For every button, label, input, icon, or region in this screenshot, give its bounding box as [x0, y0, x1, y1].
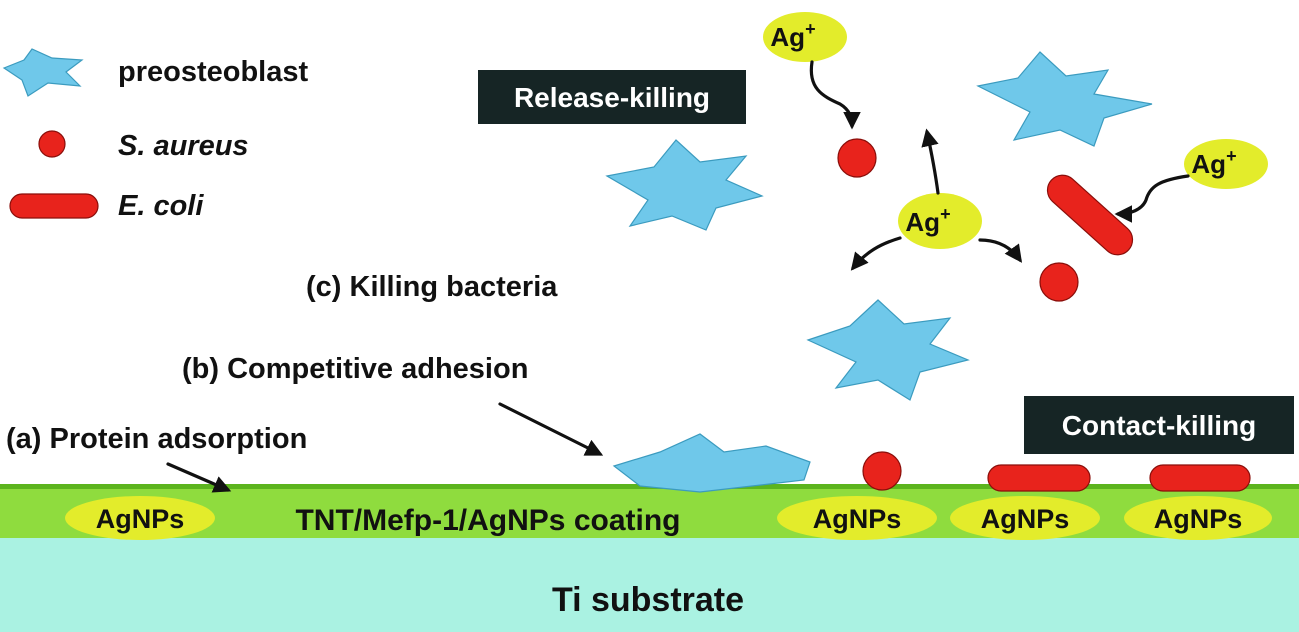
- legend-preosteoblast-icon: [2, 48, 84, 97]
- competitive-adhesion-label: (b) Competitive adhesion: [182, 353, 528, 385]
- ion-diffusion-arrow: [921, 128, 940, 195]
- agnp-label: AgNPs: [813, 504, 902, 534]
- ion-diffusion-arrow: [850, 236, 902, 271]
- ti-substrate-layer: [0, 536, 1299, 632]
- coating-label: TNT/Mefp-1/AgNPs coating: [295, 504, 680, 537]
- silver-ion-symbol: Ag: [905, 207, 940, 237]
- legend-e-coli-icon: [9, 193, 99, 219]
- e-coli-bacterium-adhered: [1149, 464, 1251, 492]
- killing-bacteria-label: (c) Killing bacteria: [306, 271, 558, 303]
- protein-adsorption-arrow: [166, 462, 232, 493]
- preosteoblast-cell-adhered: [612, 433, 811, 493]
- agnp-particle: AgNPs: [65, 496, 215, 540]
- e-coli-bacterium: [1046, 174, 1134, 256]
- legend-s-aureus-icon: [38, 130, 66, 158]
- s-aureus-bacterium-adhered: [862, 451, 902, 491]
- silver-ion-charge: +: [1226, 146, 1237, 166]
- s-aureus-bacterium: [837, 138, 877, 178]
- silver-ion: Ag+: [898, 193, 982, 249]
- s-aureus-bacterium: [1039, 262, 1079, 302]
- contact-killing-box: Contact-killing: [1024, 396, 1294, 454]
- svg-text:Ag+: Ag+: [1191, 146, 1236, 179]
- legend-preosteoblast-label: preosteoblast: [118, 56, 308, 88]
- silver-ion: Ag+: [1184, 139, 1268, 189]
- agnp-particle: AgNPs: [1124, 496, 1272, 540]
- agnp-label: AgNPs: [96, 504, 185, 534]
- preosteoblast-cell: [605, 139, 764, 231]
- release-killing-label: Release-killing: [514, 82, 710, 113]
- contact-killing-label: Contact-killing: [1062, 410, 1256, 441]
- release-killing-box: Release-killing: [478, 70, 746, 124]
- svg-text:Ag+: Ag+: [770, 19, 815, 52]
- silver-ion-symbol: Ag: [770, 22, 805, 52]
- competitive-adhesion-arrow: [498, 402, 604, 456]
- silver-ion-charge: +: [940, 204, 951, 224]
- protein-adsorption-label: (a) Protein adsorption: [6, 423, 307, 455]
- agnp-particle: AgNPs: [950, 496, 1100, 540]
- e-coli-bacterium-adhered: [987, 464, 1091, 492]
- ion-release-arrow: [1114, 174, 1190, 223]
- silver-ion-symbol: Ag: [1191, 149, 1226, 179]
- agnp-label: AgNPs: [1154, 504, 1243, 534]
- agnp-particle: AgNPs: [777, 496, 937, 540]
- svg-text:Ag+: Ag+: [905, 204, 950, 237]
- legend-e-coli-label: E. coli: [118, 190, 204, 222]
- substrate-label: Ti substrate: [552, 581, 744, 619]
- silver-ion: Ag+: [763, 12, 847, 62]
- agnp-label: AgNPs: [981, 504, 1070, 534]
- preosteoblast-cell: [976, 51, 1153, 147]
- legend-s-aureus-label: S. aureus: [118, 130, 249, 162]
- ion-diffusion-arrow: [978, 238, 1023, 263]
- preosteoblast-cell: [806, 299, 970, 401]
- ion-release-arrow: [809, 60, 861, 130]
- silver-ion-charge: +: [805, 19, 816, 39]
